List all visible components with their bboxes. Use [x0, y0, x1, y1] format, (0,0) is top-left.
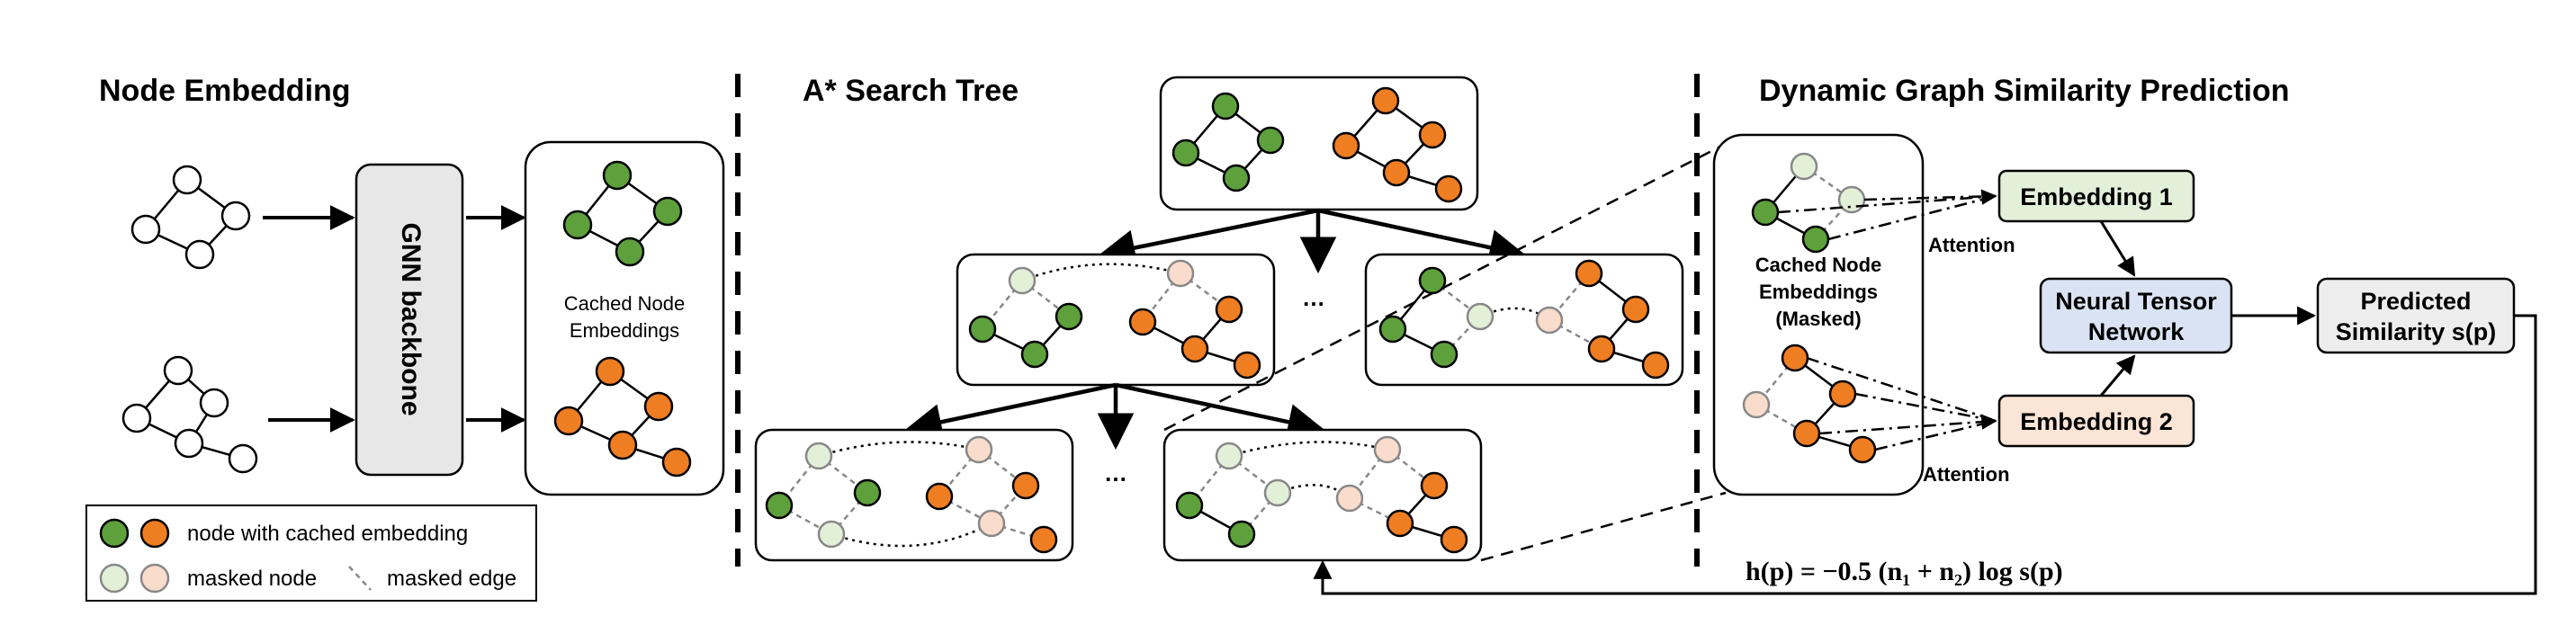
legend-masked-edge-label: masked edge — [387, 567, 516, 591]
gnn-backbone-label: GNN backbone — [396, 222, 426, 415]
l2-left-graph-green — [765, 442, 882, 549]
section-title-node-embedding: Node Embedding — [99, 74, 351, 108]
legend-green-node — [99, 518, 130, 549]
legend-masked-green-node — [99, 563, 130, 594]
embedding1-box — [1997, 169, 2195, 223]
tree-edge-root-left — [1099, 208, 1319, 266]
tree-ellipsis-level2: … — [1104, 460, 1127, 487]
attention-lines-top — [1777, 189, 1997, 241]
embedding2-label: Embedding 2 — [2020, 408, 2173, 435]
zoom-line-top — [1163, 142, 1727, 432]
attention-label-bottom: Attention — [1923, 463, 2010, 486]
arrow-emb1-ntn — [2099, 220, 2136, 277]
attention-lines-bottom — [1806, 356, 1997, 451]
l1-left-graph-orange — [1128, 259, 1261, 379]
embedding1-label: Embedding 1 — [2020, 183, 2173, 210]
tree-edge-l1-left-c — [1115, 382, 1324, 441]
cached-masked-label-1: Cached Node — [1755, 254, 1882, 276]
l2-left-graph-orange — [925, 435, 1058, 554]
ntn-label-1: Neural Tensor — [2055, 288, 2217, 315]
input-graph-2 — [121, 355, 258, 474]
l2-right-graph-orange — [1335, 435, 1468, 554]
attention-label-top: Attention — [1928, 234, 2015, 256]
root-graph-green — [1171, 92, 1285, 192]
input-graph-1 — [130, 165, 251, 270]
cached-masked-label-2: Embeddings — [1759, 281, 1878, 303]
legend-masked-orange-node — [139, 563, 170, 594]
ntn-label-2: Network — [2088, 318, 2186, 345]
l1-right-graph-green — [1378, 266, 1494, 369]
legend-masked-edge-sample — [348, 566, 372, 591]
predicted-label-2: Similarity s(p) — [2336, 318, 2497, 345]
l2-right-graph-green — [1175, 442, 1292, 549]
predicted-label-1: Predicted — [2360, 288, 2471, 315]
cached-embeddings-label-2: Embeddings — [570, 319, 679, 342]
cached-masked-label-3: (Masked) — [1775, 308, 1861, 330]
root-graph-orange — [1332, 86, 1463, 203]
cached-graph-green — [562, 160, 683, 267]
gnn-backbone-box — [355, 163, 464, 477]
heuristic-formula: h(p) = −0.5 (n₁ + n₂) log s(p) — [1746, 557, 2063, 586]
arrow-emb2-ntn — [2099, 354, 2136, 397]
tree-edge-l1-left-a — [905, 382, 1117, 441]
cached-graph-orange — [553, 356, 692, 478]
zoom-line-bottom — [1480, 491, 1727, 562]
legend-orange-node — [139, 518, 170, 549]
tree-ellipsis-level1: … — [1302, 284, 1325, 311]
l1-left-masked-link — [1021, 263, 1181, 282]
legend-cached-label: node with cached embedding — [187, 522, 468, 546]
cached-embeddings-label-1: Cached Node — [564, 292, 686, 315]
embedding2-box — [1997, 394, 2195, 448]
l1-left-graph-green — [968, 266, 1083, 369]
tree-edge-root-right — [1317, 208, 1526, 266]
feedback-arrow — [1313, 314, 2537, 595]
section-title-search-tree: A* Search Tree — [803, 74, 1019, 108]
legend-masked-node-label: masked node — [187, 567, 317, 591]
l1-right-graph-orange — [1535, 259, 1670, 379]
l2-left-masked-link-bottom — [830, 522, 992, 548]
section-title-prediction: Dynamic Graph Similarity Prediction — [1759, 74, 2290, 108]
